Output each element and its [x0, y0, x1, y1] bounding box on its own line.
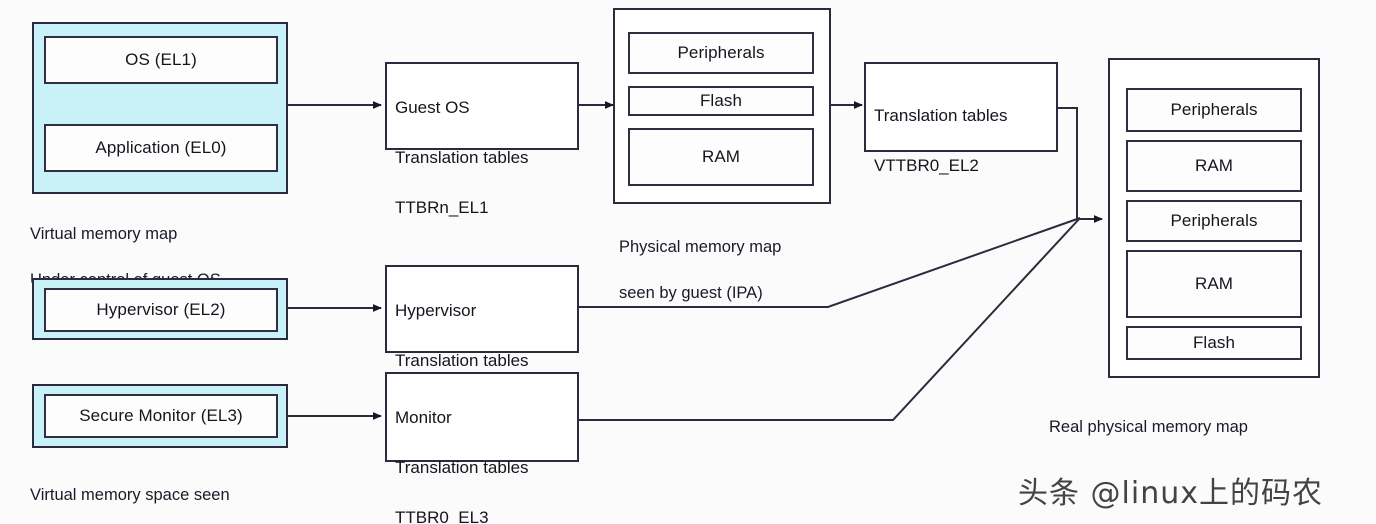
region-real-peripherals-1[interactable]: Peripherals	[1126, 88, 1302, 132]
secure-monitor-caption: Virtual memory space seen By Hypervisor …	[30, 461, 281, 524]
region-real-flash[interactable]: Flash	[1126, 326, 1302, 360]
stage2-tt-line-2: VTTBR0_EL2	[874, 156, 979, 175]
region-application-el0[interactable]: Application (EL0)	[44, 124, 278, 172]
ipa-caption-line-2: seen by guest (IPA)	[619, 284, 763, 302]
region-real-ram-1[interactable]: RAM	[1126, 140, 1302, 192]
region-ipa-flash-label: Flash	[699, 91, 743, 110]
region-ipa-ram-label: RAM	[701, 147, 741, 166]
real-physical-memory-map-block: Peripherals RAM Peripherals RAM Flash	[1108, 58, 1320, 378]
region-os-el1[interactable]: OS (EL1)	[44, 36, 278, 84]
real-physical-memory-map-caption: Real physical memory map	[1049, 393, 1248, 462]
guest-virtual-memory-block: OS (EL1) Application (EL0)	[32, 22, 288, 194]
region-real-ram-2-label: RAM	[1194, 274, 1234, 293]
monitor-tt-line-3: TTBR0_EL3	[395, 508, 489, 524]
monitor-tt-line-2: Translation tables	[395, 458, 529, 477]
region-hypervisor-el2[interactable]: Hypervisor (EL2)	[44, 288, 278, 332]
region-ipa-flash[interactable]: Flash	[628, 86, 814, 116]
region-real-peripherals-1-label: Peripherals	[1170, 100, 1258, 119]
region-ipa-peripherals[interactable]: Peripherals	[628, 32, 814, 74]
hypervisor-tt-line-2: Translation tables	[395, 351, 529, 370]
hypervisor-translation-tables-box[interactable]: Hypervisor Translation tables TTBR0_EL2	[385, 265, 579, 420]
region-ipa-ram[interactable]: RAM	[628, 128, 814, 186]
ipa-memory-map-caption: Physical memory map seen by guest (IPA)	[619, 213, 781, 328]
secure-monitor-virtual-memory-block: Secure Monitor (EL3)	[32, 384, 288, 448]
hypervisor-virtual-memory-block: Hypervisor (EL2)	[32, 278, 288, 340]
monitor-tt-line-1: Monitor	[395, 408, 452, 427]
watermark-text: 头条 @linux上的码农	[1018, 476, 1323, 511]
hypervisor-tt-line-1: Hypervisor	[395, 301, 477, 320]
region-os-el1-label: OS (EL1)	[125, 50, 197, 69]
secure-monitor-caption-line-1: Virtual memory space seen	[30, 486, 230, 504]
wire-vttbr-to-real	[1058, 107, 1103, 223]
region-real-flash-label: Flash	[1192, 333, 1236, 352]
stage2-tt-line-1: Translation tables	[874, 106, 1008, 125]
region-hypervisor-el2-label: Hypervisor (EL2)	[96, 300, 226, 319]
region-secure-monitor-el3[interactable]: Secure Monitor (EL3)	[44, 394, 278, 438]
guest-os-tt-line-1: Guest OS	[395, 98, 470, 117]
real-caption-line-1: Real physical memory map	[1049, 418, 1248, 436]
ipa-caption-line-1: Physical memory map	[619, 238, 782, 256]
region-ipa-peripherals-label: Peripherals	[677, 43, 765, 62]
guest-os-tt-line-2: Translation tables	[395, 148, 529, 167]
region-real-peripherals-2[interactable]: Peripherals	[1126, 200, 1302, 242]
region-real-ram-1-label: RAM	[1194, 156, 1234, 175]
monitor-translation-tables-box[interactable]: Monitor Translation tables TTBR0_EL3	[385, 372, 579, 524]
guest-caption-line-1: Virtual memory map	[30, 225, 178, 243]
region-real-ram-2[interactable]: RAM	[1126, 250, 1302, 318]
region-secure-monitor-el3-label: Secure Monitor (EL3)	[79, 406, 243, 425]
guest-os-tt-line-3: TTBRn_EL1	[395, 198, 489, 217]
region-application-el0-label: Application (EL0)	[95, 138, 227, 157]
ipa-memory-map-block: Peripherals Flash RAM	[613, 8, 831, 204]
guest-os-translation-tables-box[interactable]: Guest OS Translation tables TTBRn_EL1	[385, 62, 579, 217]
region-real-peripherals-2-label: Peripherals	[1170, 211, 1258, 230]
stage2-translation-tables-box[interactable]: Translation tables VTTBR0_EL2	[864, 62, 1058, 175]
